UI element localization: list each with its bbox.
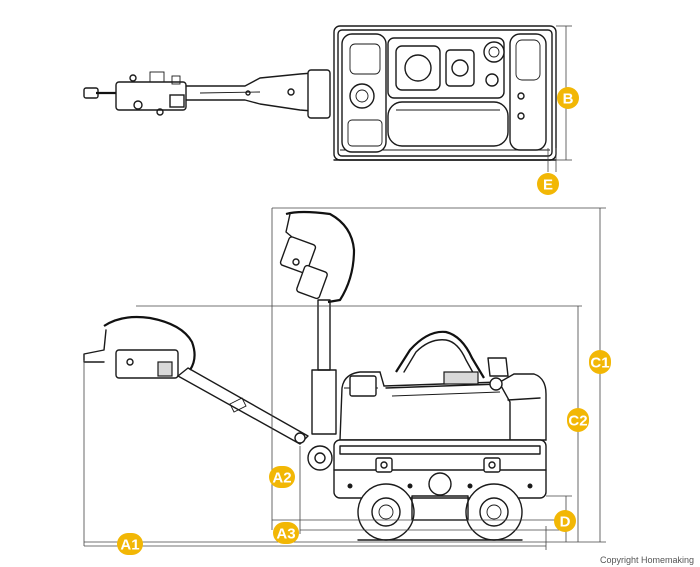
label-D: D xyxy=(554,510,576,532)
label-A1: A1 xyxy=(117,533,143,555)
svg-text:B: B xyxy=(563,91,574,108)
handle-upright xyxy=(279,210,356,435)
label-C2: C2 xyxy=(567,408,589,432)
side-view-dimensions xyxy=(83,207,606,550)
label-B: B xyxy=(557,87,579,109)
label-A2: A2 xyxy=(269,466,295,488)
svg-text:C2: C2 xyxy=(568,413,587,430)
copyright-text: Copyright Homemaking xyxy=(599,555,694,565)
machine-body xyxy=(333,330,547,541)
svg-text:D: D xyxy=(560,514,571,531)
svg-text:A2: A2 xyxy=(272,470,291,487)
label-E: E xyxy=(537,173,559,195)
svg-text:A1: A1 xyxy=(120,537,139,554)
top-view xyxy=(83,25,557,161)
side-view xyxy=(83,210,547,541)
handle-lowered xyxy=(83,315,333,471)
svg-text:C1: C1 xyxy=(590,355,609,372)
svg-text:E: E xyxy=(543,177,553,194)
label-A3: A3 xyxy=(273,522,299,544)
label-C1: C1 xyxy=(589,350,611,374)
svg-text:A3: A3 xyxy=(276,526,295,543)
